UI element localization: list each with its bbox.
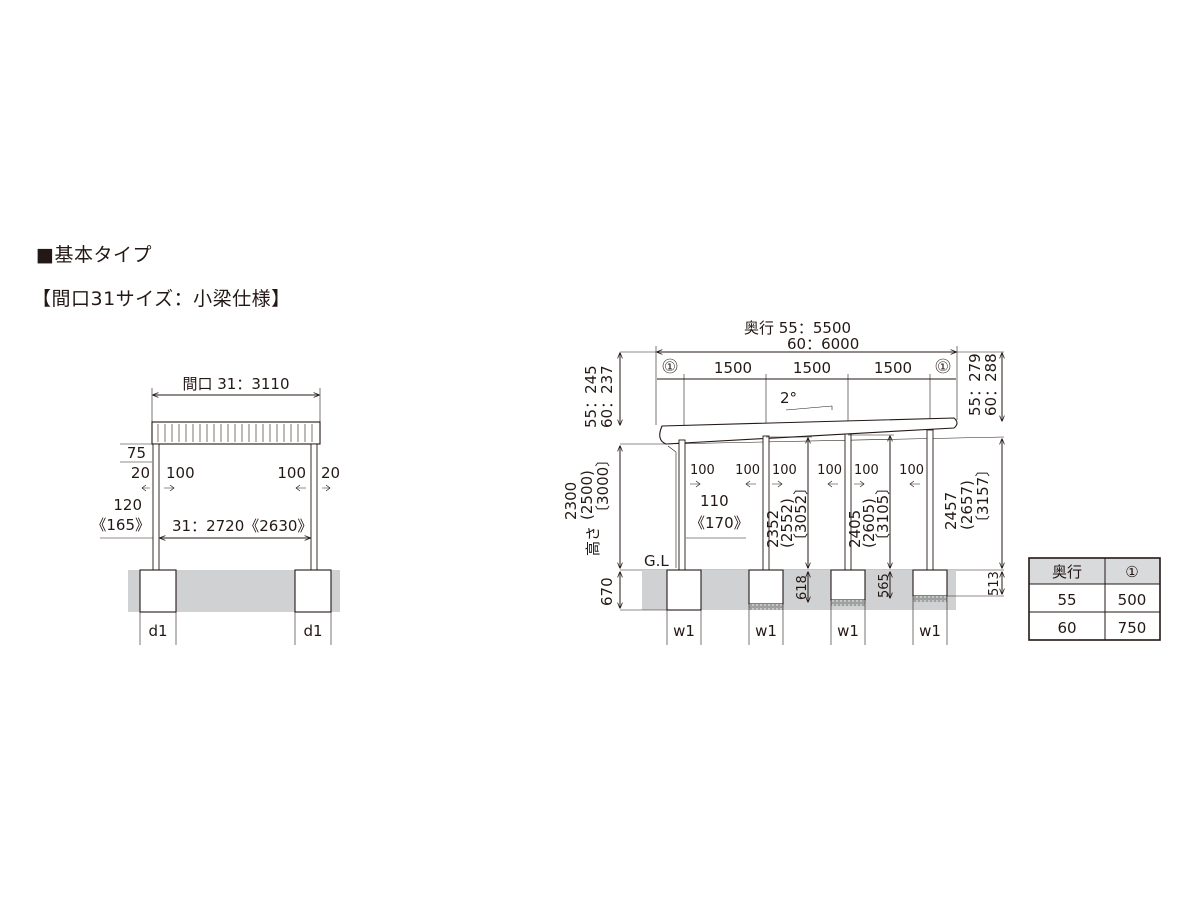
right-outer-label: 20 xyxy=(321,464,340,482)
offset-arrows xyxy=(141,484,331,492)
front-roof xyxy=(151,421,321,445)
footing-left-label: d1 xyxy=(148,622,167,640)
post-2-right-arrow xyxy=(772,480,783,488)
table-header-depth: 奥行 xyxy=(1052,563,1082,581)
embed-3-label: 565 xyxy=(877,573,892,598)
marker-right-circle xyxy=(935,358,951,374)
post-4-left-offset: 100 xyxy=(899,463,924,478)
width-label: 間口 31：3110 xyxy=(182,375,289,393)
embed-4-label: 513 xyxy=(987,571,1002,596)
table-header-bg xyxy=(1029,558,1160,584)
post-1-beam-1: 110 xyxy=(700,492,729,510)
post-2-right-offset: 100 xyxy=(772,463,797,478)
post-4-h-3: 〔3157〕 xyxy=(974,462,992,530)
table-border xyxy=(1028,557,1161,641)
beam-165-label: 《165》 xyxy=(91,516,150,534)
side-footing-1 xyxy=(666,569,702,611)
left-top-label-1: 55：245 xyxy=(582,365,600,428)
post-2-h-3: 〔3052〕 xyxy=(792,480,810,548)
table-cell: 55 xyxy=(1057,591,1076,609)
w1-label-1: w1 xyxy=(673,622,695,640)
page-title: ■基本タイプ xyxy=(36,244,152,266)
right-inner-label: 100 xyxy=(277,464,306,482)
side-post-3 xyxy=(844,433,852,571)
top-offset-label: 75 xyxy=(127,444,146,462)
left-top-label-2: 60：237 xyxy=(598,365,616,428)
marker-right: ① xyxy=(937,360,949,375)
height-1: 2300 xyxy=(562,482,580,520)
right-top-label-2: 60：288 xyxy=(982,353,1000,416)
footing-right-label: d1 xyxy=(303,622,322,640)
post-4-h-1: 2457 xyxy=(942,492,960,530)
depth-label-1: 奥行 55：5500 xyxy=(744,319,851,337)
post-1-offset: 100 xyxy=(690,463,715,478)
post-2-left-offset: 100 xyxy=(735,463,760,478)
roof-corrugation xyxy=(157,424,313,442)
side-post-4 xyxy=(926,429,934,571)
side-post-2 xyxy=(762,435,770,571)
table-cell: 500 xyxy=(1118,591,1147,609)
post-2-h-2: (2552) xyxy=(778,498,796,548)
w1-extensions xyxy=(666,596,948,645)
marker-left-circle xyxy=(662,358,678,374)
left-outer-label: 20 xyxy=(131,464,150,482)
embed-label: 670 xyxy=(598,577,616,606)
front-post-right xyxy=(310,443,318,571)
beam-120-label: 120 xyxy=(113,496,142,514)
side-post-1 xyxy=(678,439,686,571)
side-footing-4 xyxy=(912,569,948,597)
left-inner-label: 100 xyxy=(166,464,195,482)
gravel-2 xyxy=(749,604,783,610)
table-cell: 750 xyxy=(1118,619,1147,637)
depth-table: 奥行 ① 55 500 60 750 xyxy=(1028,557,1161,641)
span-3: 1500 xyxy=(874,359,912,377)
slope-line xyxy=(785,405,833,411)
depth-label-2: 60：6000 xyxy=(787,335,859,353)
height-3: 〔3000〕 xyxy=(594,452,612,520)
post-1-beam-2: 《170》 xyxy=(690,514,749,532)
side-view: 奥行 55：5500 60：6000 ① ① 1500 1500 1500 2°… xyxy=(562,319,1004,645)
post-3-h-1: 2405 xyxy=(846,510,864,548)
post-3-left-offset: 100 xyxy=(817,463,842,478)
table-header-marker: ① xyxy=(1125,563,1138,581)
roof-underside-line xyxy=(665,436,1005,445)
gl-label: G.L xyxy=(644,552,669,570)
page-subtitle: 【間口31サイズ：小梁仕様】 xyxy=(32,288,291,310)
span-1: 1500 xyxy=(714,359,752,377)
height-word: 高さ xyxy=(584,526,602,556)
post-3-right-arrow xyxy=(854,480,865,488)
right-top-label-1: 55：279 xyxy=(966,353,984,416)
post-4-h-2: (2657) xyxy=(958,480,976,530)
gravel-3 xyxy=(831,600,865,606)
front-footing-left xyxy=(139,569,177,613)
front-post-left xyxy=(152,443,160,571)
inner-width-label: 31：2720《2630》 xyxy=(172,517,312,535)
embed-2-label: 618 xyxy=(795,575,810,600)
side-footing-3 xyxy=(830,569,866,601)
post-3-right-offset: 100 xyxy=(854,463,879,478)
height-2: (2500) xyxy=(578,470,596,520)
w1-label-4: w1 xyxy=(919,622,941,640)
post-3-left-arrow xyxy=(827,480,838,488)
marker-left: ① xyxy=(664,360,676,375)
gravel-4 xyxy=(913,596,947,602)
post-3-h-2: (2605) xyxy=(860,498,878,548)
table-cell: 60 xyxy=(1057,619,1076,637)
w1-label-3: w1 xyxy=(837,622,859,640)
post-1-arrow xyxy=(690,480,701,488)
post-4-left-arrow xyxy=(909,480,920,488)
post-3-h-3: 〔3105〕 xyxy=(874,480,892,548)
post-1-bracket xyxy=(667,445,677,568)
front-footing-right xyxy=(294,569,332,613)
side-footing-2 xyxy=(748,569,784,605)
post-2-left-arrow xyxy=(745,480,756,488)
span-2: 1500 xyxy=(793,359,831,377)
side-roof xyxy=(659,417,958,445)
post-2-h-1: 2352 xyxy=(764,510,782,548)
slope-label: 2° xyxy=(780,389,797,407)
w1-label-2: w1 xyxy=(755,622,777,640)
front-view: 間口 31：3110 75 20 100 100 20 xyxy=(91,375,340,645)
